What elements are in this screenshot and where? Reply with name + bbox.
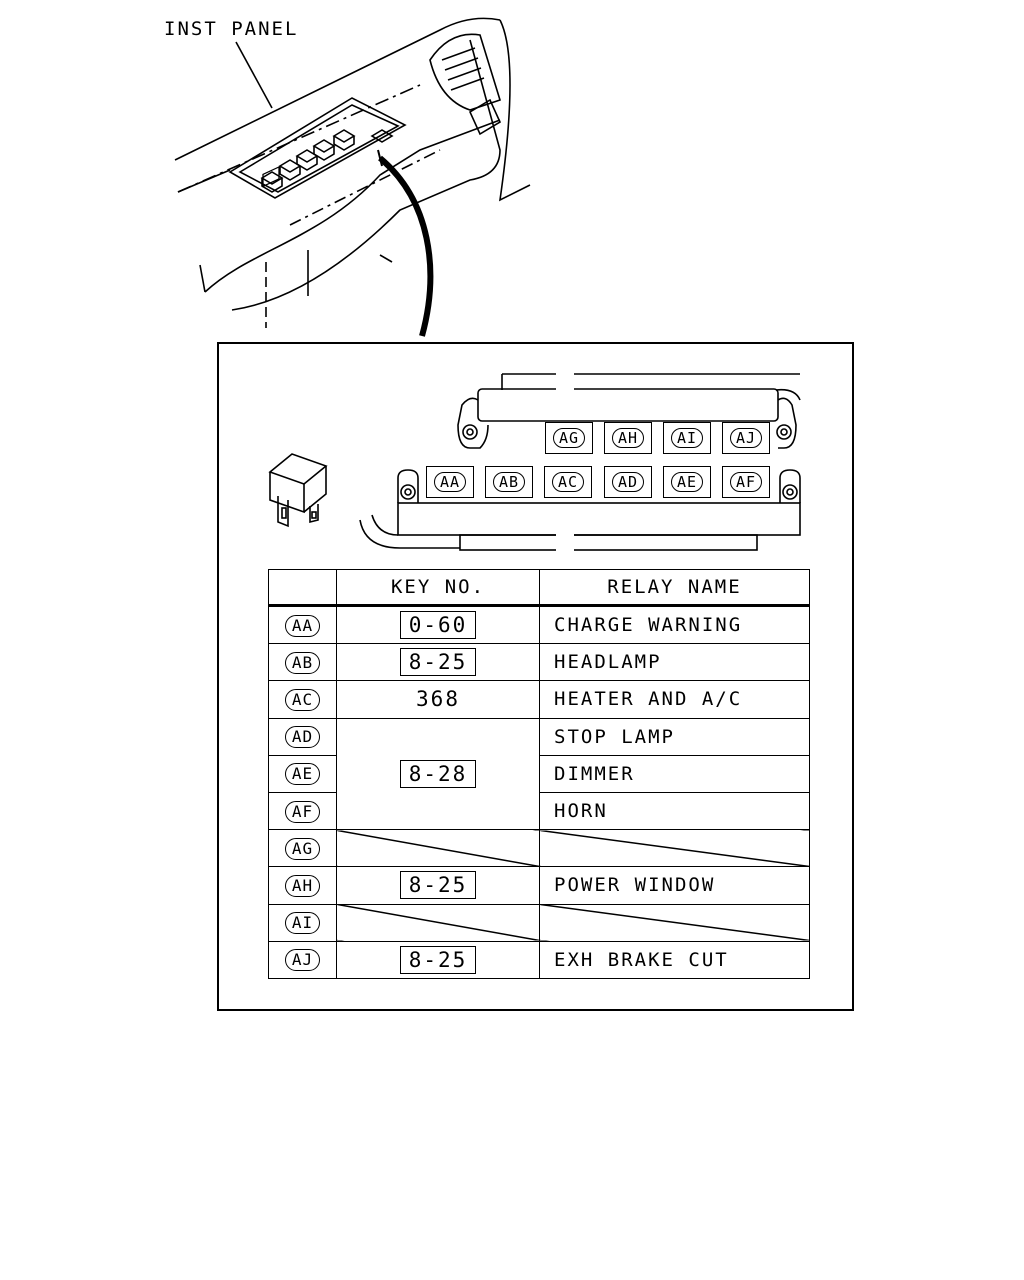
relay-slot-ah: AH (604, 422, 652, 454)
column-header-key-no: KEY NO. (336, 569, 540, 607)
relay-slot-ai: AI (663, 422, 711, 454)
relay-name: HORN (539, 791, 810, 831)
relay-icon (268, 453, 328, 528)
row-code: AE (284, 763, 321, 786)
row-code: AJ (284, 949, 321, 972)
slot-code: AC (551, 472, 585, 492)
slot-code: AH (611, 428, 645, 448)
relay-slot-ac: AC (544, 466, 592, 498)
relay-name: DIMMER (539, 754, 810, 793)
row-code: AB (284, 651, 321, 674)
slot-code: AE (670, 472, 704, 492)
key-number: 8-28 (399, 759, 477, 788)
slot-code: AI (670, 428, 704, 448)
row-code: AI (284, 912, 321, 935)
slot-code: AB (492, 472, 526, 492)
relay-detail-frame (217, 342, 854, 1011)
relay-name: CHARGE WARNING (539, 604, 810, 645)
relay-slot-aa: AA (426, 466, 474, 498)
key-number: 8-25 (399, 648, 477, 677)
row-code: AA (284, 614, 321, 637)
relay-name: HEADLAMP (539, 643, 810, 682)
key-number: 0-60 (399, 611, 477, 640)
slot-code: AF (729, 472, 763, 492)
slot-code: AJ (729, 428, 763, 448)
row-code: AH (284, 874, 321, 897)
relay-name: EXH BRAKE CUT (539, 940, 810, 980)
slot-code: AG (552, 428, 586, 448)
relay-slot-af: AF (722, 466, 770, 498)
relay-name: POWER WINDOW (539, 866, 810, 905)
relay-slot-ae: AE (663, 466, 711, 498)
row-code: AC (284, 688, 321, 711)
empty-name-cell (539, 903, 810, 942)
relay-slot-ag: AG (545, 422, 593, 454)
slot-code: AA (433, 472, 467, 492)
relay-slot-ad: AD (604, 466, 652, 498)
table-row: AD 8-28 STOP LAMP (268, 717, 810, 831)
table-row: AH 8-25 POWER WINDOW (268, 866, 810, 905)
slot-code: AD (611, 472, 645, 492)
empty-name-cell (539, 829, 810, 868)
table-row: AB 8-25 HEADLAMP (268, 643, 810, 682)
row-code: AG (284, 837, 321, 860)
key-number: 368 (416, 687, 460, 712)
key-number: 8-25 (399, 945, 477, 974)
column-header-relay-name: RELAY NAME (539, 569, 810, 607)
relay-name: STOP LAMP (539, 717, 810, 756)
table-row: AJ 8-25 EXH BRAKE CUT (268, 940, 810, 980)
table-row: AG (268, 829, 810, 868)
relay-table: KEY NO. RELAY NAME AA 0-60 CHARGE WARNIN… (268, 569, 810, 980)
row-code: AF (284, 800, 321, 823)
table-row: AC 368 HEATER AND A/C (268, 680, 810, 719)
relay-name: HEATER AND A/C (539, 680, 810, 719)
column-header-code (268, 569, 337, 607)
empty-key-cell (336, 829, 540, 868)
table-header-row: KEY NO. RELAY NAME (268, 569, 810, 607)
table-row: AF HORN (268, 791, 810, 831)
relay-slot-ab: AB (485, 466, 533, 498)
table-row: AI (268, 903, 810, 942)
inst-panel-label: INST PANEL (164, 18, 299, 40)
table-row: AA 0-60 CHARGE WARNING (268, 604, 810, 645)
row-code: AD (284, 726, 321, 749)
empty-key-cell (336, 903, 540, 942)
relay-slot-aj: AJ (722, 422, 770, 454)
key-number: 8-25 (399, 871, 477, 900)
